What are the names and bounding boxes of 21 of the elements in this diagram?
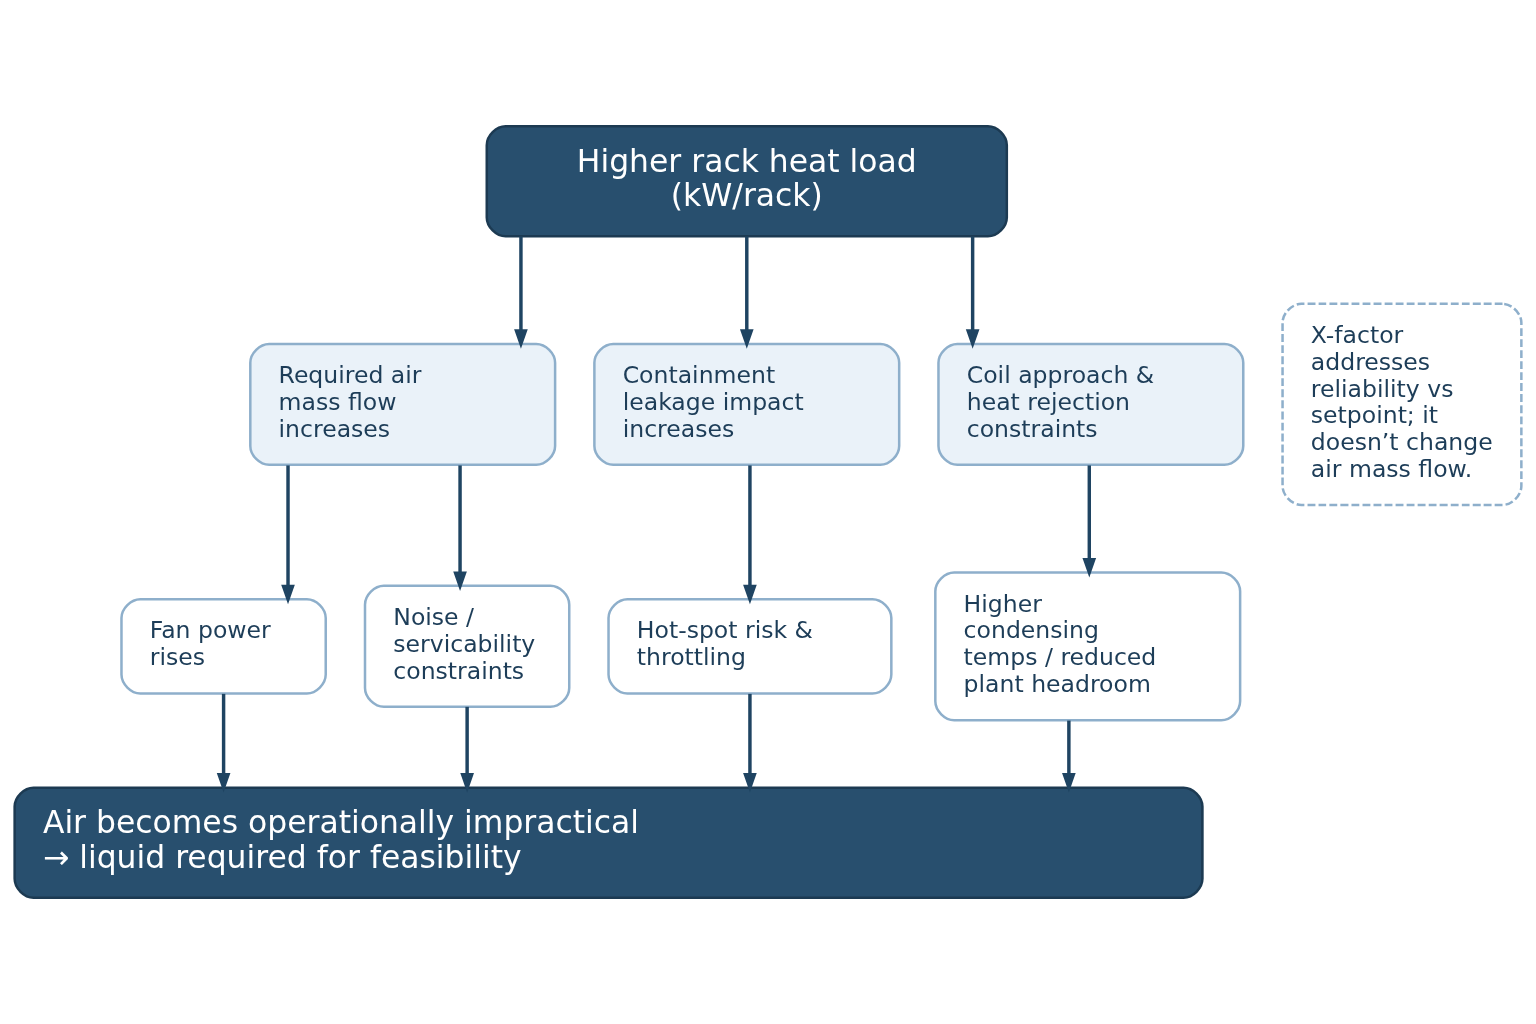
arrow [460,706,474,793]
node-box: Fan power rises [120,597,327,695]
node-box: Air becomes operationally impractical → liquid required for feasibility [13,786,1204,899]
node-box: Higher rack heat load (kW/rack) [485,125,1009,238]
node-box: X-factor addresses reliability vs setpoint; it doesn’t change air mass flow. [1281,302,1523,507]
node-box: Coil approach & heat rejection constraints [937,342,1245,467]
arrow [1082,465,1097,578]
node-box: Containment leakage impact increases [593,342,901,467]
arrow [453,465,467,591]
arrow [965,236,980,349]
node-box: Noise / servicability constraints [363,584,571,709]
arrow [281,465,295,605]
arrow [739,236,754,349]
arrow [743,465,757,605]
arrow [216,693,231,793]
node-box: Hot-spot risk & throttling [607,597,893,695]
arrow [1062,720,1076,793]
node-box: Higher condensing temps / reduced plant headroom [934,571,1242,722]
node-box: Required air mass flow increases [249,342,557,467]
arrow [514,236,528,349]
arrow [743,693,757,793]
